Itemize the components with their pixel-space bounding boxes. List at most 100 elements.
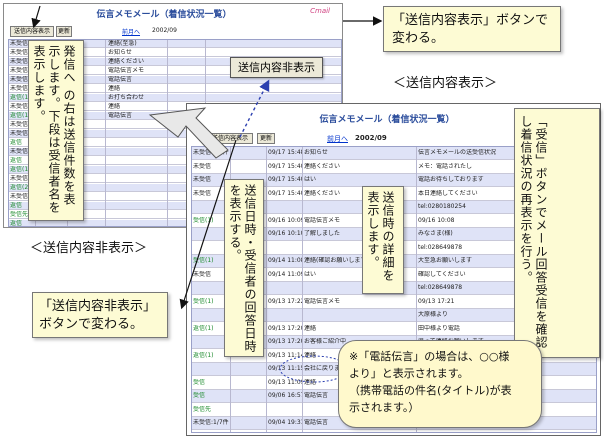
left-row-subject: お打ち合わせ: [108, 94, 145, 101]
right-row-detail: 田中様より電話: [418, 324, 460, 332]
arrow-to-bottom-callout: [179, 139, 237, 310]
callout-hide-button: 「送信内容非表示」 ボタンで変わる。: [32, 292, 168, 338]
caption-hidden: ＜送信内容非表示＞: [30, 241, 148, 256]
callout-datetime: 送信日時・受信者の回答日時を表示する。: [224, 179, 264, 357]
right-row-status: 受信(1): [193, 257, 214, 264]
left-table-row[interactable]: 受信先: [9, 211, 341, 219]
left-row-status: 受信先: [10, 211, 29, 218]
right-row-subject: 会社に戻ります: [304, 365, 347, 372]
left-table-row[interactable]: 未受信台風連絡ください: [9, 58, 341, 66]
right-row-subject: はい: [304, 270, 317, 278]
right-row-detail: 大至急お願いします: [418, 257, 473, 264]
left-update-button[interactable]: 更新: [56, 26, 72, 37]
left-table-row[interactable]: 返信(1) お打ち合わせ: [9, 94, 341, 102]
right-row-detail: tel:028649878: [418, 243, 463, 251]
left-brand-logo: Cmail: [310, 7, 330, 15]
left-table-row[interactable]: 返信(1): [9, 166, 341, 174]
left-prev-month-link[interactable]: 前月へ: [122, 29, 141, 36]
right-row-time: 09/16 10:09: [268, 216, 302, 224]
callout-show-line1: 「送信内容表示」ボタンで: [392, 13, 549, 28]
right-row-detail: 大原様より: [418, 311, 448, 318]
callout-detail-text: 送信時の詳細を表示します。: [366, 191, 395, 282]
right-row-status: 未受信: [193, 270, 212, 278]
left-table-row[interactable]: 未受信: [9, 175, 341, 183]
left-row-status: 未受信: [10, 130, 29, 137]
note-line2: より」と表示されます。: [349, 367, 469, 380]
left-table-row[interactable]: 未受信:1/1件連絡(至急): [9, 40, 341, 48]
right-update-button[interactable]: 更新: [257, 133, 275, 144]
note-line1: ※「電話伝言」の場合は、○○様: [349, 350, 510, 363]
left-table-row[interactable]: 未受信連絡: [9, 85, 341, 93]
left-window-title: 伝言メモメール（着信状況一覧）: [96, 10, 232, 20]
left-table-row[interactable]: 未受信: [9, 193, 341, 201]
right-row-time: 09/06 16:57: [268, 392, 302, 399]
left-row-status: 未受信: [10, 148, 29, 155]
left-table-row[interactable]: 未受信台風お知らせ: [9, 49, 341, 57]
left-row-subject: お知らせ: [108, 49, 132, 56]
right-prev-month-link[interactable]: 前月へ: [327, 135, 348, 143]
right-row-time: 09/13 11:09: [268, 378, 302, 386]
left-row-status: 未受信: [10, 175, 29, 182]
right-row-status: 未受信: [193, 189, 212, 197]
right-row-time: 09/14 11:09: [268, 270, 302, 278]
right-row-subject: 連絡: [304, 378, 317, 386]
left-row-status: 返信(1): [10, 112, 31, 119]
right-row-status: 返信(1): [193, 324, 214, 332]
right-row-subject: 電話伝言メモ: [304, 297, 341, 305]
right-row-detail: 09/16 10:08: [418, 216, 455, 224]
right-row-detail: tel:028649878: [418, 284, 463, 291]
right-row-status: 返信(1): [193, 351, 214, 359]
left-table-row[interactable]: 返信: [9, 157, 341, 165]
left-table-row[interactable]: 返信: [9, 139, 341, 147]
left-table-row[interactable]: 未受信(1)電話伝言: [9, 76, 341, 84]
right-row-detail: みなさま(様): [418, 230, 453, 237]
note-line3: （携帯電話の件名(タイトル)が表: [349, 384, 512, 397]
right-row-time: 09/13 17:20: [268, 324, 302, 332]
left-table-row[interactable]: 未受信: [9, 148, 341, 156]
left-row-status: 未受信(1): [10, 121, 35, 128]
left-table-row[interactable]: 未受信台風電話伝言メモ: [9, 67, 341, 75]
callout-receive-button-text: 「受信」ボタンでメール回答受信を確認し着信状況の再表示を行う。: [519, 115, 548, 349]
right-table-row[interactable]: 大原様より: [192, 309, 596, 322]
right-row-time: 09/17 15:40: [268, 162, 302, 170]
left-row-subject: 連絡: [108, 85, 121, 92]
right-row-time: 09/17 15:40: [268, 189, 302, 197]
left-table-row[interactable]: 返信: [9, 220, 341, 227]
right-row-time: 09/16 10:10: [268, 230, 302, 237]
left-table-row[interactable]: 未受信(1)連絡: [9, 103, 341, 111]
note-line4: 示されます。）: [349, 401, 420, 414]
left-row-status: 返信(1): [10, 94, 31, 101]
right-row-time: 09/17 15:48: [268, 149, 302, 156]
right-row-time: 09/13 17:22: [268, 297, 302, 305]
right-row-subject: 電話伝言: [304, 419, 329, 426]
right-row-subject: 連絡: [304, 324, 317, 332]
phone-memo-note: ※「電話伝言」の場合は、○○様 より」と表示されます。 （携帯電話の件名(タイト…: [338, 340, 542, 428]
left-row-status: 未受信台風: [10, 58, 35, 65]
callout-detail: 送信時の詳細を表示します。: [362, 186, 404, 294]
right-row-subject: 連絡(確認お願いします): [304, 257, 369, 264]
right-row-time: 09/13 11:15: [268, 365, 302, 372]
callout-hide-line2: ボタンで変わる。: [39, 317, 144, 332]
right-row-status: 受信(1): [193, 297, 214, 305]
left-row-status: 返信(2): [10, 184, 31, 191]
left-row-subject: 電話伝言: [108, 112, 133, 119]
left-table-row[interactable]: 返信(2): [9, 184, 341, 192]
right-row-status: 受信(1): [193, 216, 214, 224]
right-row-subject: はい: [304, 176, 317, 183]
left-table-row[interactable]: 返信: [9, 202, 341, 210]
hide-content-button[interactable]: 送信内容非表示: [230, 57, 323, 78]
right-row-time: 09/04 19:31: [268, 419, 302, 426]
right-row-detail: メモ：電話されたし: [418, 162, 473, 170]
big-arrow-between-windows: [148, 107, 229, 159]
callout-receive-button: 「受信」ボタンでメール回答受信を確認し着信状況の再表示を行う。: [514, 108, 600, 358]
right-row-detail: 本日連絡してください: [418, 189, 478, 197]
right-row-subject: 連絡ください: [304, 189, 341, 197]
right-row-subject: 連絡: [304, 351, 317, 359]
left-row-status: 返信: [10, 220, 23, 227]
right-row-status: 受信: [193, 392, 206, 399]
callout-show-button: 「送信内容表示」ボタンで 変わる。: [383, 6, 561, 52]
left-row-subject: 連絡(至急): [108, 40, 137, 47]
